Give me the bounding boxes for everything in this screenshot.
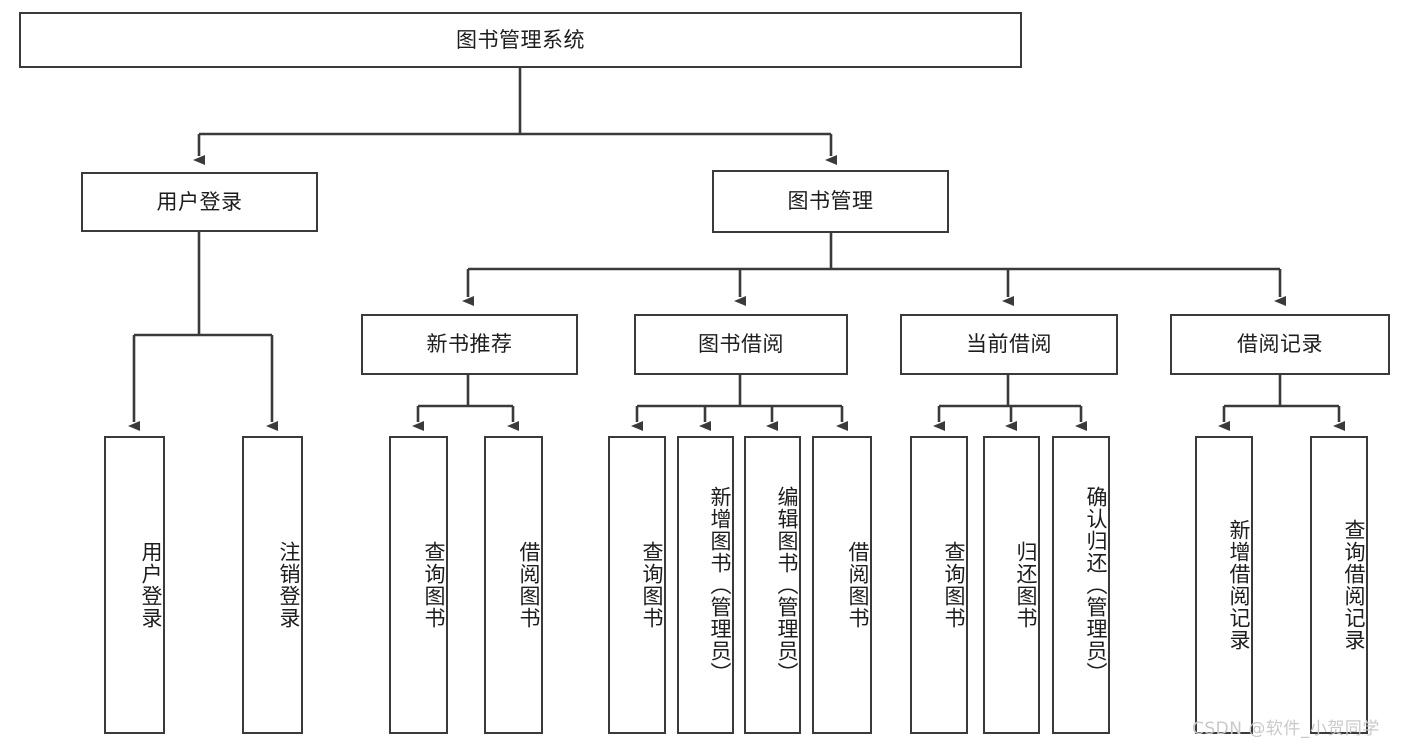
- node-book-borrow-label: 图书借阅: [698, 332, 784, 357]
- leaf-borrow-borrow-book-label: 借阅图书: [846, 541, 870, 629]
- node-borrow-record-label: 借阅记录: [1237, 332, 1323, 357]
- node-root-label: 图书管理系统: [456, 27, 585, 52]
- leaf-record-query[interactable]: 查询借阅记录: [1310, 436, 1368, 734]
- leaf-current-query-book[interactable]: 查询图书: [910, 436, 968, 734]
- node-current-borrow[interactable]: 当前借阅: [900, 314, 1118, 375]
- leaf-borrow-add-book-label: 新增图书（管理员）: [708, 486, 732, 684]
- leaf-user-login-label: 用户登录: [139, 541, 163, 629]
- leaf-current-query-book-label: 查询图书: [942, 541, 966, 629]
- node-user-login[interactable]: 用户登录: [81, 172, 318, 232]
- node-book-borrow[interactable]: 图书借阅: [634, 314, 848, 375]
- leaf-borrow-query-book-label: 查询图书: [640, 541, 664, 629]
- node-borrow-record[interactable]: 借阅记录: [1170, 314, 1390, 375]
- leaf-user-login[interactable]: 用户登录: [104, 436, 165, 734]
- leaf-record-add-label: 新增借阅记录: [1227, 519, 1251, 651]
- node-current-borrow-label: 当前借阅: [966, 332, 1052, 357]
- leaf-current-confirm-return-label: 确认归还（管理员）: [1084, 486, 1108, 684]
- node-user-login-label: 用户登录: [156, 189, 243, 214]
- leaf-logout[interactable]: 注销登录: [242, 436, 303, 734]
- leaf-newbook-borrow-book-label: 借阅图书: [517, 541, 541, 629]
- leaf-record-query-label: 查询借阅记录: [1342, 519, 1366, 651]
- leaf-borrow-borrow-book[interactable]: 借阅图书: [812, 436, 872, 734]
- leaf-record-add[interactable]: 新增借阅记录: [1195, 436, 1253, 734]
- leaf-borrow-add-book[interactable]: 新增图书（管理员）: [677, 436, 734, 734]
- leaf-logout-label: 注销登录: [277, 541, 301, 629]
- node-book-management[interactable]: 图书管理: [712, 170, 949, 233]
- node-new-book-recommend[interactable]: 新书推荐: [361, 314, 578, 375]
- leaf-newbook-query-book[interactable]: 查询图书: [389, 436, 448, 734]
- leaf-current-confirm-return[interactable]: 确认归还（管理员）: [1052, 436, 1110, 734]
- leaf-borrow-edit-book[interactable]: 编辑图书（管理员）: [744, 436, 801, 734]
- node-new-book-recommend-label: 新书推荐: [426, 332, 513, 357]
- leaf-borrow-query-book[interactable]: 查询图书: [608, 436, 666, 734]
- leaf-borrow-edit-book-label: 编辑图书（管理员）: [775, 486, 799, 684]
- watermark: CSDN @软件_小贺同学: [1192, 719, 1380, 739]
- leaf-current-return-book-label: 归还图书: [1014, 541, 1038, 629]
- leaf-newbook-query-book-label: 查询图书: [422, 541, 446, 629]
- leaf-newbook-borrow-book[interactable]: 借阅图书: [484, 436, 543, 734]
- node-root[interactable]: 图书管理系统: [19, 12, 1022, 68]
- leaf-current-return-book[interactable]: 归还图书: [983, 436, 1040, 734]
- node-book-management-label: 图书管理: [787, 189, 874, 214]
